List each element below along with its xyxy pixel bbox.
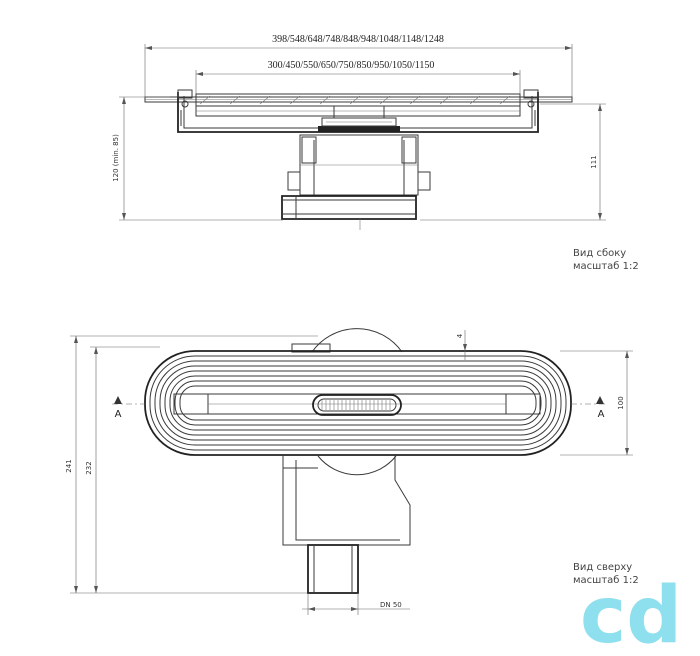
dim-right-height-label: 111	[590, 155, 598, 168]
dimension-width	[560, 350, 633, 456]
top-view-scale: масштаб 1:2	[573, 575, 639, 586]
drain-slot	[312, 394, 402, 416]
dim-offset-label: 4	[456, 333, 464, 338]
dimension-outer-width	[144, 44, 573, 100]
siphon-circle	[291, 328, 403, 476]
top-view-caption: Вид сверху	[573, 562, 632, 573]
dim-width-label: 100	[617, 396, 625, 409]
brand-logo: cd	[580, 571, 682, 656]
dimension-right-height	[420, 103, 606, 221]
outlet-pipe-side	[281, 195, 417, 230]
side-view-scale: масштаб 1:2	[573, 261, 639, 272]
dim-outer-label: 398/548/648/748/848/948/1048/1148/1248	[272, 34, 444, 45]
dim-total-height-label: 241	[65, 459, 73, 472]
dimension-total-height	[70, 335, 318, 593]
dimension-inner-width	[195, 70, 521, 95]
dim-outlet-label: DN 50	[380, 601, 402, 609]
outlet-pipe-top	[302, 544, 410, 615]
siphon-head	[318, 105, 400, 132]
dimension-body-height	[70, 346, 310, 594]
dimension-left-height	[119, 96, 283, 221]
dim-inner-label: 300/450/550/650/750/850/950/1050/1150	[268, 60, 435, 71]
top-view: 241 232	[65, 328, 639, 615]
siphon-body	[287, 134, 431, 196]
dim-left-height-label: 120 (min. 85)	[112, 134, 120, 182]
outlet-housing	[282, 455, 411, 546]
dimension-offset	[463, 330, 467, 360]
section-label-right: A	[598, 409, 605, 420]
dim-body-height-label: 232	[85, 461, 93, 474]
side-view-caption: Вид сбоку	[573, 248, 626, 259]
section-label-left: A	[115, 409, 122, 420]
section-line	[112, 396, 606, 405]
side-view: 398/548/648/748/848/948/1048/1148/1248 3…	[112, 34, 639, 272]
channel-tray-top	[144, 350, 572, 456]
